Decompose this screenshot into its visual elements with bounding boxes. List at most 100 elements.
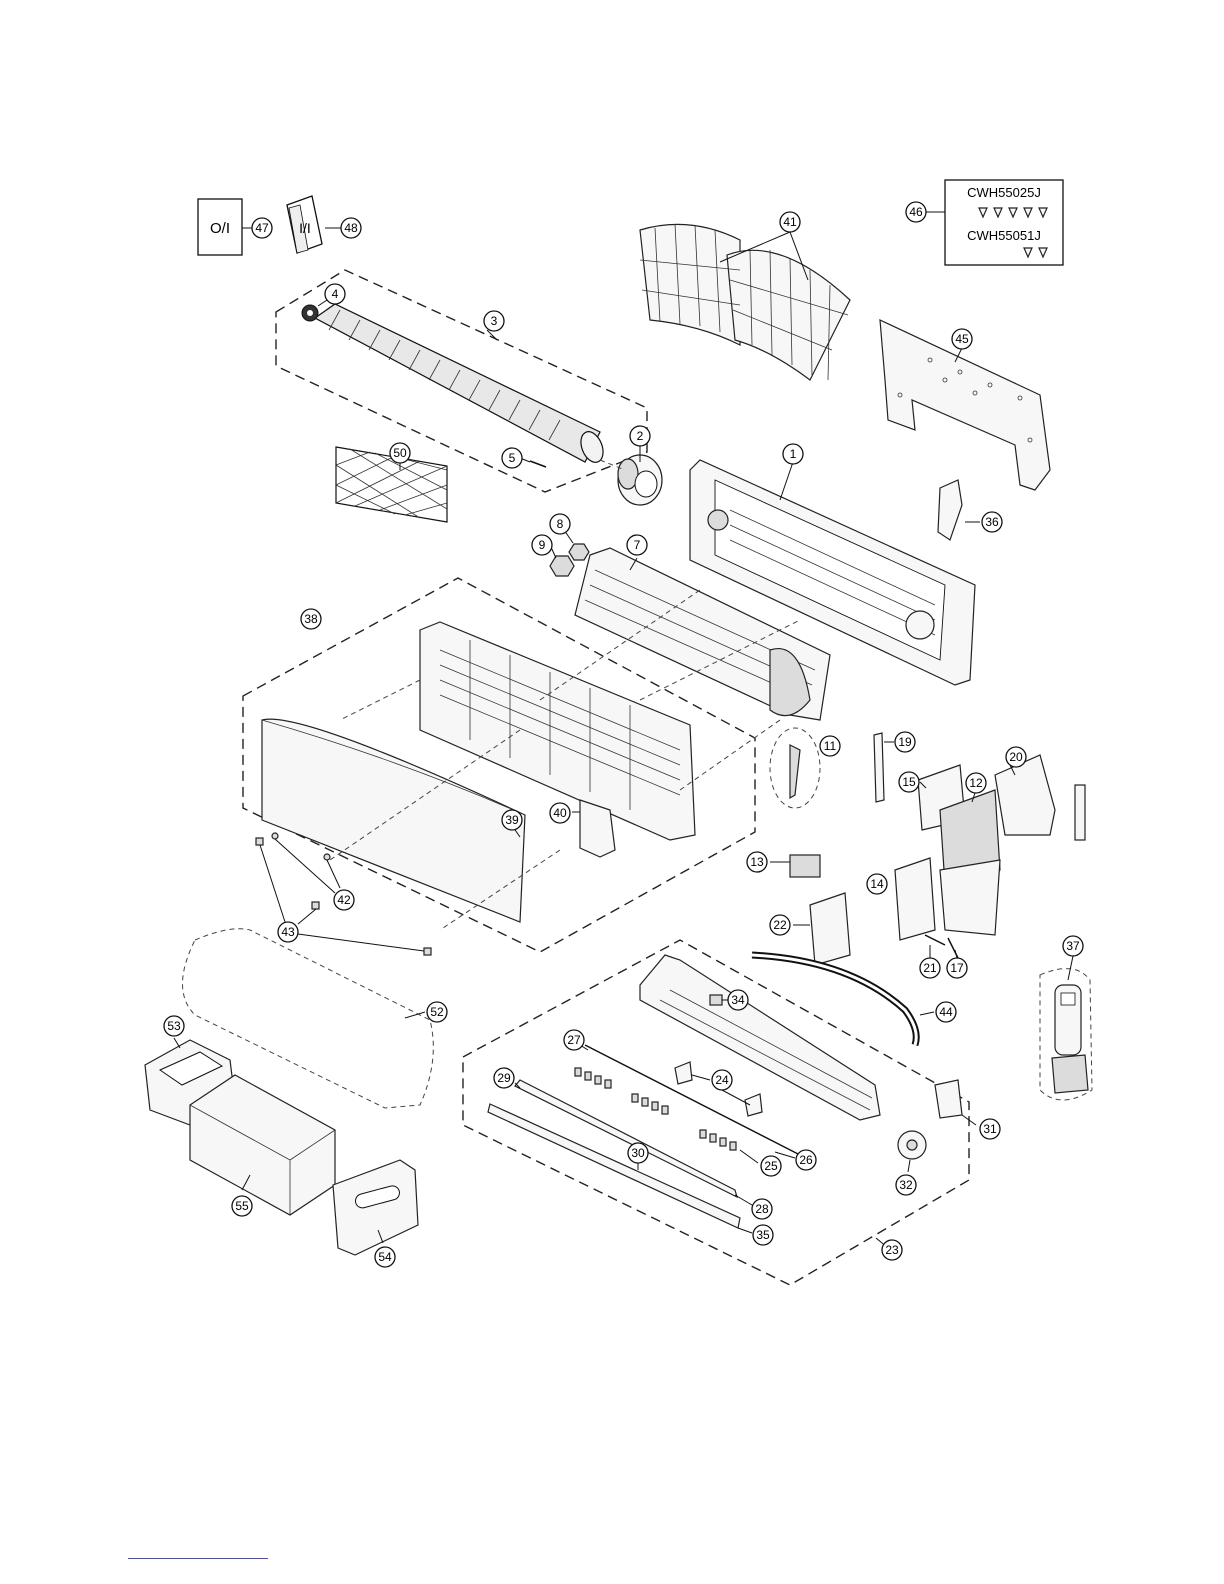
callout-2: 2 — [630, 426, 650, 446]
callout-number: 17 — [950, 961, 964, 975]
callout-number: 25 — [764, 1159, 778, 1173]
callout-19: 19 — [895, 732, 915, 752]
stepping-motor-32 — [898, 1131, 926, 1159]
callout-17: 17 — [947, 958, 967, 978]
callout-48: 48 — [341, 218, 361, 238]
vane-35 — [488, 1104, 740, 1228]
callout-number: 20 — [1009, 750, 1023, 764]
callout-14: 14 — [867, 874, 887, 894]
callout-30: 30 — [628, 1143, 648, 1163]
callout-52: 52 — [427, 1002, 447, 1022]
callout-1: 1 — [783, 444, 803, 464]
callout-number: 1 — [790, 447, 797, 461]
callout-number: 15 — [902, 775, 916, 789]
callout-31: 31 — [980, 1119, 1000, 1139]
carton-55 — [190, 1075, 335, 1215]
screw-kit-part-a: CWH55025J — [967, 185, 1041, 200]
callout-number: 54 — [378, 1250, 392, 1264]
callout-number: 5 — [509, 451, 516, 465]
callout-44: 44 — [936, 1002, 956, 1022]
callout-12: 12 — [966, 773, 986, 793]
callout-number: 3 — [491, 314, 498, 328]
callout-45: 45 — [952, 329, 972, 349]
callout-number: 41 — [783, 215, 797, 229]
callout-number: 34 — [731, 993, 745, 1007]
lead-19 — [874, 733, 884, 802]
air-filters — [640, 224, 850, 380]
callout-number: 26 — [799, 1153, 813, 1167]
callout-22: 22 — [770, 915, 790, 935]
callout-36: 36 — [982, 512, 1002, 532]
callout-32: 32 — [896, 1175, 916, 1195]
fan-motor — [618, 455, 662, 505]
callout-number: 31 — [983, 1122, 997, 1136]
callout-25: 25 — [761, 1156, 781, 1176]
nut-8 — [569, 544, 589, 560]
callout-8: 8 — [550, 514, 570, 534]
callout-number: 42 — [337, 893, 351, 907]
callout-number: 19 — [898, 735, 912, 749]
operating-instructions-label: O/I — [210, 220, 230, 237]
stepping-motor-31 — [935, 1080, 962, 1118]
callout-number: 39 — [505, 813, 519, 827]
callout-number: 43 — [281, 925, 295, 939]
installation-instructions-booklet: I/I — [287, 196, 322, 253]
bearing-4 — [302, 305, 318, 321]
callout-9: 9 — [532, 535, 552, 555]
callout-15: 15 — [899, 772, 919, 792]
callout-number: 48 — [344, 221, 358, 235]
callout-37: 37 — [1063, 936, 1083, 956]
callout-29: 29 — [494, 1068, 514, 1088]
callout-number: 23 — [885, 1243, 899, 1257]
part-34 — [710, 995, 722, 1005]
packing-54 — [333, 1160, 418, 1255]
callout-number: 28 — [755, 1202, 769, 1216]
callout-39: 39 — [502, 810, 522, 830]
callout-4: 4 — [325, 284, 345, 304]
callout-number: 4 — [332, 287, 339, 301]
control-board-12 — [940, 790, 1000, 935]
callout-47: 47 — [252, 218, 272, 238]
callout-number: 53 — [167, 1019, 181, 1033]
callout-number: 13 — [750, 855, 764, 869]
footer-rule — [128, 1558, 268, 1559]
callout-3: 3 — [484, 311, 504, 331]
callout-number: 47 — [255, 221, 269, 235]
callout-number: 11 — [824, 739, 837, 753]
cover-20 — [995, 755, 1055, 835]
operating-instructions-booklet: O/I — [198, 199, 242, 255]
callout-40: 40 — [550, 803, 570, 823]
callout-number: 14 — [870, 877, 884, 891]
callout-27: 27 — [564, 1030, 584, 1050]
callout-number: 35 — [756, 1228, 770, 1242]
callout-23: 23 — [882, 1240, 902, 1260]
callout-number: 12 — [969, 776, 983, 790]
callout-21: 21 — [920, 958, 940, 978]
screw-kit-box: CWH55025J CWH55051J — [945, 180, 1063, 265]
callout-number: 50 — [393, 446, 407, 460]
callout-number: 40 — [553, 806, 567, 820]
callout-38: 38 — [301, 609, 321, 629]
callout-41: 41 — [780, 212, 800, 232]
terminal-13 — [790, 855, 820, 877]
pcb-14 — [895, 858, 935, 940]
callout-28: 28 — [752, 1199, 772, 1219]
callout-number: 37 — [1066, 939, 1080, 953]
callout-35: 35 — [753, 1225, 773, 1245]
callout-50: 50 — [390, 443, 410, 463]
remote-control — [1052, 985, 1088, 1093]
callout-number: 38 — [304, 612, 318, 626]
callout-34: 34 — [728, 990, 748, 1010]
bracket-36 — [938, 480, 962, 540]
callout-number: 32 — [899, 1178, 913, 1192]
callout-number: 44 — [939, 1005, 953, 1019]
nut-9 — [550, 556, 574, 576]
callout-number: 29 — [497, 1071, 511, 1085]
callout-number: 46 — [909, 205, 923, 219]
callout-42: 42 — [334, 890, 354, 910]
callout-55: 55 — [232, 1196, 252, 1216]
callout-46: 46 — [906, 202, 926, 222]
callout-number: 45 — [955, 332, 969, 346]
callout-7: 7 — [627, 535, 647, 555]
